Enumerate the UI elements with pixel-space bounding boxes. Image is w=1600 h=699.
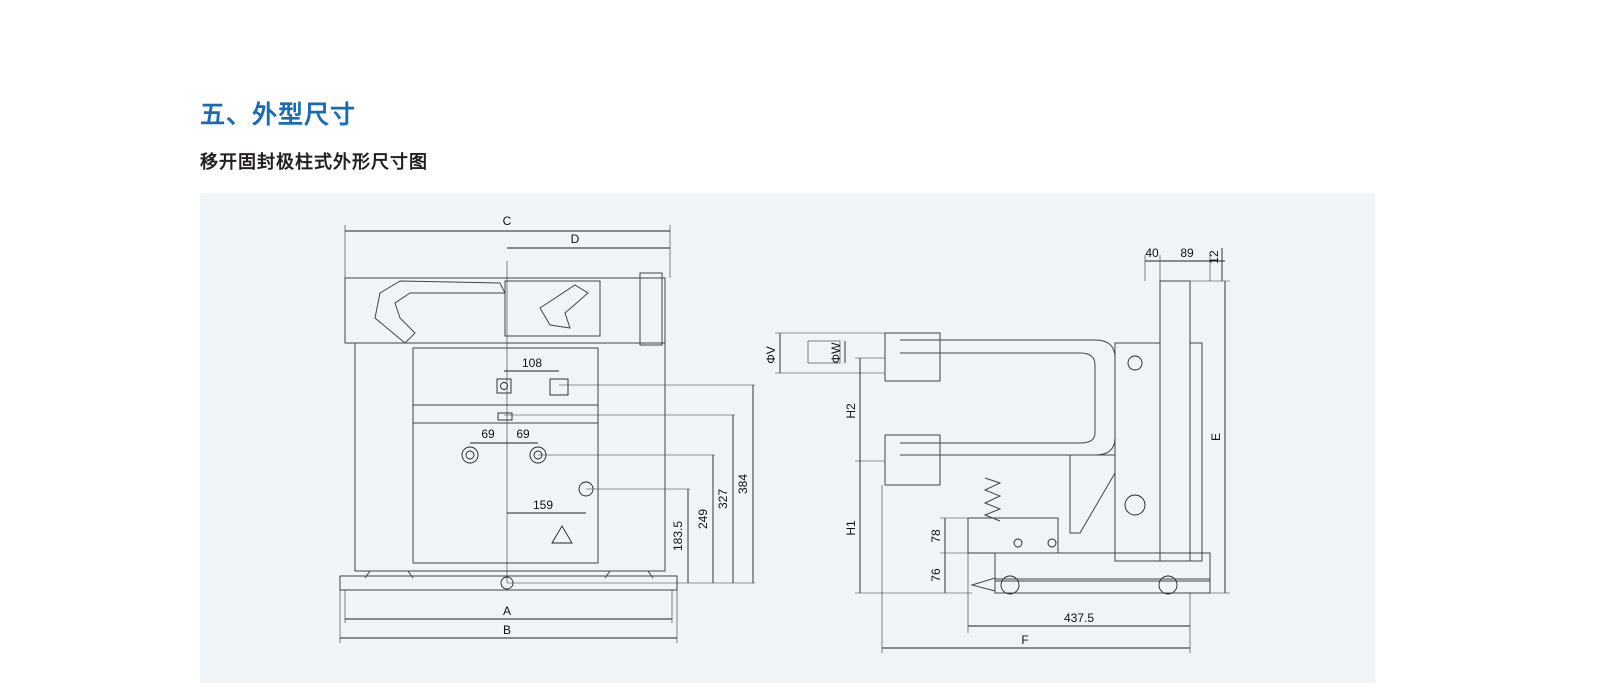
dim-108-label: 108 <box>522 356 542 370</box>
dim-89-label: 89 <box>1180 246 1194 260</box>
dim-76-label: 76 <box>929 568 943 582</box>
front-panel <box>412 347 599 564</box>
dimension-drawing: C D 108 69 69 159 183.5 249 327 384 <box>200 193 1375 683</box>
bushing-outline <box>807 340 841 364</box>
upper-bracket <box>639 272 663 346</box>
cabinet-body <box>354 342 666 572</box>
upper-contact <box>884 332 941 382</box>
dim-69-left-label: 69 <box>481 427 495 441</box>
dim-384-label: 384 <box>736 474 750 494</box>
section-title: 五、外型尺寸 <box>200 100 357 129</box>
latch-lever <box>539 284 589 329</box>
drawing-panel: C D 108 69 69 159 183.5 249 327 384 <box>200 193 1375 683</box>
bellows <box>983 477 1002 522</box>
left-handle <box>364 570 414 579</box>
panel-background <box>200 193 1375 683</box>
close-button-icon <box>461 446 479 464</box>
front-wheel-icon <box>1000 575 1020 595</box>
truck-rail <box>994 578 1211 594</box>
dim-40-label: 40 <box>1145 246 1159 260</box>
nameplate <box>497 412 513 421</box>
diagram-subtitle: 移开固封极柱式外形尺寸图 <box>200 152 428 173</box>
dim-159-label: 159 <box>533 498 553 512</box>
dim-327-label: 327 <box>716 489 730 509</box>
dim-c-label: C <box>503 214 512 228</box>
side-view: 40 89 12 E ΦV ΦW H2 H1 78 76 4 <box>764 246 1230 653</box>
rear-wheel-icon <box>1158 575 1178 595</box>
truck-base <box>994 552 1211 582</box>
lift-hole-top-icon <box>1127 355 1143 371</box>
front-view: C D 108 69 69 159 183.5 249 327 384 <box>339 214 755 643</box>
mechanism-box <box>504 280 601 337</box>
right-handle <box>604 570 654 579</box>
lift-hole-bottom-icon <box>1124 494 1146 516</box>
indicator-icon <box>500 382 508 390</box>
counter-window <box>549 378 569 396</box>
pole-lower <box>1069 454 1116 534</box>
bolt-b-icon <box>1047 538 1057 548</box>
dim-a-label: A <box>503 604 511 618</box>
upper-arm-inner <box>900 352 1096 444</box>
dim-h2-label: H2 <box>844 403 858 419</box>
warning-triangle-icon <box>551 525 573 544</box>
dim-12-label: 12 <box>1207 250 1221 264</box>
rear-rail <box>1189 342 1203 562</box>
indicator-window <box>496 378 512 394</box>
dim-d-label: D <box>571 232 580 246</box>
bolt-a-icon <box>1013 538 1023 548</box>
close-button-inner-icon <box>465 450 475 460</box>
dim-69-right-label: 69 <box>516 427 530 441</box>
dim-phiv-label: ΦV <box>764 346 778 364</box>
dim-b-label: B <box>503 623 511 637</box>
lower-contact <box>884 434 941 486</box>
dim-phiw-label: ΦW <box>829 342 843 364</box>
dim-249-label: 249 <box>696 509 710 529</box>
dim-e-label: E <box>1209 433 1223 441</box>
dim-f-label: F <box>1021 633 1028 647</box>
dim-183-5-label: 183.5 <box>671 521 685 551</box>
dim-78-label: 78 <box>929 529 943 543</box>
dim-h1-label: H1 <box>844 520 858 536</box>
dim-437-5-label: 437.5 <box>1064 611 1094 625</box>
